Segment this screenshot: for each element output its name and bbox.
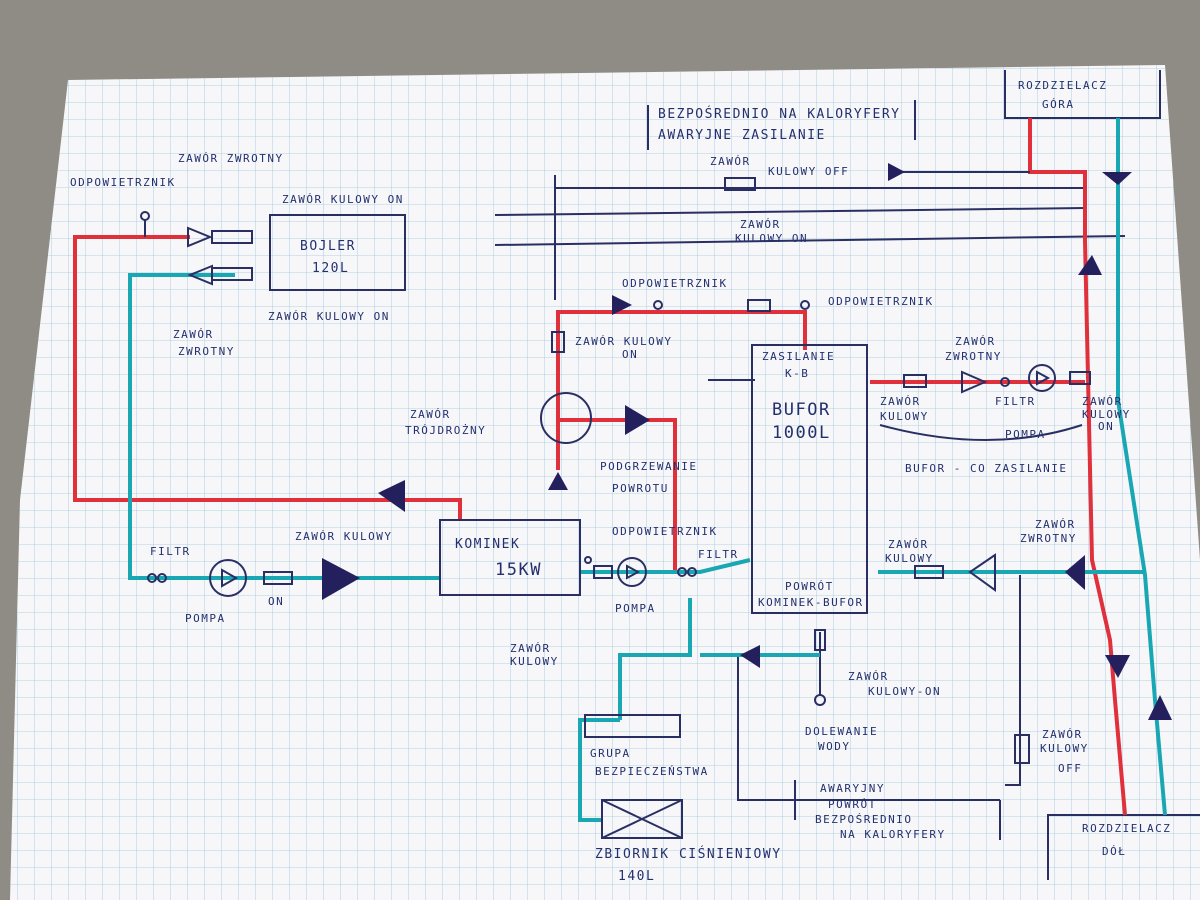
label-zawor-kulowy-on-top: ZAWÓR KULOWY ON [282,193,404,206]
label-zawor-kulowy-on-mid-1: ZAWÓR [740,218,781,231]
label-filtr-left: FILTR [150,545,191,558]
rozdzielacz-dol-line2: DÓŁ [1102,845,1126,858]
label-zawor-trojdrozny-1: ZAWÓR [410,408,451,421]
label-odpowietrznik-2: ODPOWIETRZNIK [622,277,728,290]
bufor-name1: BUFOR [772,400,831,420]
label-zawor-kulowy-on-far-1: ZAWÓR [1082,395,1123,408]
label-zawor-kulowy-on-far-3: ON [1098,420,1114,433]
label-awaryjny-2: POWRÓT [828,798,877,811]
label-filtr-right: FILTR [995,395,1036,408]
label-zawor-kulowy-mid-1: ZAWÓR [510,642,551,655]
label-pompa-right: POMPA [1005,428,1046,441]
bojler-line1: BOJLER [300,239,356,254]
label-zawor-kulowy-right-1: ZAWÓR [880,395,921,408]
rozdzielacz-gora-line1: ROZDZIELACZ [1018,79,1107,92]
label-pompa-left: POMPA [185,612,226,625]
label-filtr-mid: FILTR [698,548,739,561]
label-zawor-kulowy-on-bot-1: ZAWÓR [848,670,889,683]
top-notes: BEZPOŚREDNIO NA KALORYFERY AWARYJNE ZASI… [647,100,916,150]
rozdzielacz-dol-line1: ROZDZIELACZ [1082,822,1171,835]
rozdzielacz-dol-block: ROZDZIELACZ DÓŁ [1047,814,1200,880]
label-zawor-zwrotny-top: ZAWÓR ZWROTNY [178,152,284,165]
note-line1: BEZPOŚREDNIO NA KALORYFERY [658,106,901,122]
bufor-top1: ZASILANIE [762,350,835,363]
label-zawor-zwrotny-right-2: ZWROTNY [945,350,1002,363]
label-awaryjny-1: AWARYJNY [820,782,885,795]
label-zawor-kulowy-on-left-2: ON [622,348,638,361]
label-bufor-co: BUFOR - CO ZASILANIE [905,462,1067,475]
cyan-pipes [128,118,1167,822]
label-zawor-kulowy-right-2: KULOWY [880,410,929,423]
label-on-left: ON [268,595,284,608]
label-odpowietrznik-1: ODPOWIETRZNIK [70,176,176,189]
grupa-line1: GRUPA [590,747,631,760]
zbiornik-block: ZBIORNIK CIŚNIENIOWY 140L [595,799,782,884]
bojler-valves [140,211,253,286]
rozdzielacz-gora-line2: GÓRA [1042,98,1075,111]
label-podgrzewanie-1: PODGRZEWANIE [600,460,697,473]
bufor-bottom1: POWRÓT [785,580,834,593]
label-zawor-kulowy-off-top-1: ZAWÓR [710,155,751,168]
black-pipes [494,175,1126,840]
zawor-trojdrozny-icon [540,392,592,444]
annotations: ODPOWIETRZNIK ZAWÓR ZWROTNY ZAWÓR KULOWY… [70,152,1131,841]
pompa-mid-icon [617,557,647,587]
pompa-left-icon [209,559,247,597]
bufor-name2: 1000L [772,423,831,443]
label-podgrzewanie-2: POWROTU [612,482,669,495]
grupa-bezpieczenstwa-block: GRUPA BEZPIECZEŃSTWA [584,714,709,778]
flow-arrows [322,163,1172,720]
kominek-block: KOMINEK 15KW [439,519,581,596]
label-zawor-kulowy-ret-1: ZAWÓR [888,538,929,551]
kominek-line2: 15KW [495,560,542,580]
label-awaryjny-3: BEZPOŚREDNIO [815,813,912,826]
components [147,177,1091,820]
zbiornik-line2: 140L [618,869,655,884]
label-pompa-mid: POMPA [615,602,656,615]
label-zawor-kulowy-off-bot-1: ZAWÓR [1042,728,1083,741]
note-line2: AWARYJNE ZASILANIE [658,128,826,143]
label-zawor-kulowy-on-left-1: ZAWÓR KULOWY [575,335,672,348]
rozdzielacz-gora-block: ROZDZIELACZ GÓRA [1004,70,1161,119]
label-zawor-kulowy-left: ZAWÓR KULOWY [295,530,392,543]
label-zawor-zwrotny-ret-2: ZWROTNY [1020,532,1077,545]
label-awaryjny-4: NA KALORYFERY [840,828,946,841]
bojler-line2: 120L [312,261,349,276]
bufor-block: ZASILANIE K-B BUFOR 1000L POWRÓT KOMINEK… [751,344,868,614]
label-zawor-zwrotny-bottom-1: ZAWÓR [173,328,214,341]
label-zawor-kulowy-on-mid-2: KULOWY ON [735,232,808,245]
bojler-block: BOJLER 120L [269,214,406,291]
label-zawor-kulowy-ret-2: KULOWY [885,552,934,565]
label-zawor-zwrotny-bottom-2: ZWROTNY [178,345,235,358]
label-zawor-kulowy-on-bot-2: KULOWY-ON [868,685,941,698]
bufor-bottom2: KOMINEK-BUFOR [758,596,864,609]
label-zawor-kulowy-off-bot-2: KULOWY [1040,742,1089,755]
grupa-line2: BEZPIECZEŃSTWA [595,765,709,778]
red-pipes [73,118,1127,816]
kominek-line1: KOMINEK [455,537,520,552]
label-zawor-kulowy-on-bottom: ZAWÓR KULOWY ON [268,310,390,323]
pompa-right-icon [1028,364,1056,392]
bufor-top2: K-B [785,367,809,380]
label-zawor-trojdrozny-2: TRÓJDROŻNY [405,424,486,437]
label-zawor-zwrotny-ret-1: ZAWÓR [1035,518,1076,531]
label-odpowietrznik-3: ODPOWIETRZNIK [828,295,934,308]
label-zawor-kulowy-on-far-2: KULOWY [1082,408,1131,421]
label-dolewanie-2: WODY [818,740,851,753]
label-zawor-zwrotny-right-1: ZAWÓR [955,335,996,348]
label-odpowietrznik-4: ODPOWIETRZNIK [612,525,718,538]
label-zawor-kulowy-off-top-2: KULOWY OFF [768,165,849,178]
label-zawor-kulowy-mid-2: KULOWY [510,655,559,668]
label-dolewanie-1: DOLEWANIE [805,725,878,738]
label-zawor-kulowy-off-bot-3: OFF [1058,762,1082,775]
zbiornik-line1: ZBIORNIK CIŚNIENIOWY [595,846,782,862]
